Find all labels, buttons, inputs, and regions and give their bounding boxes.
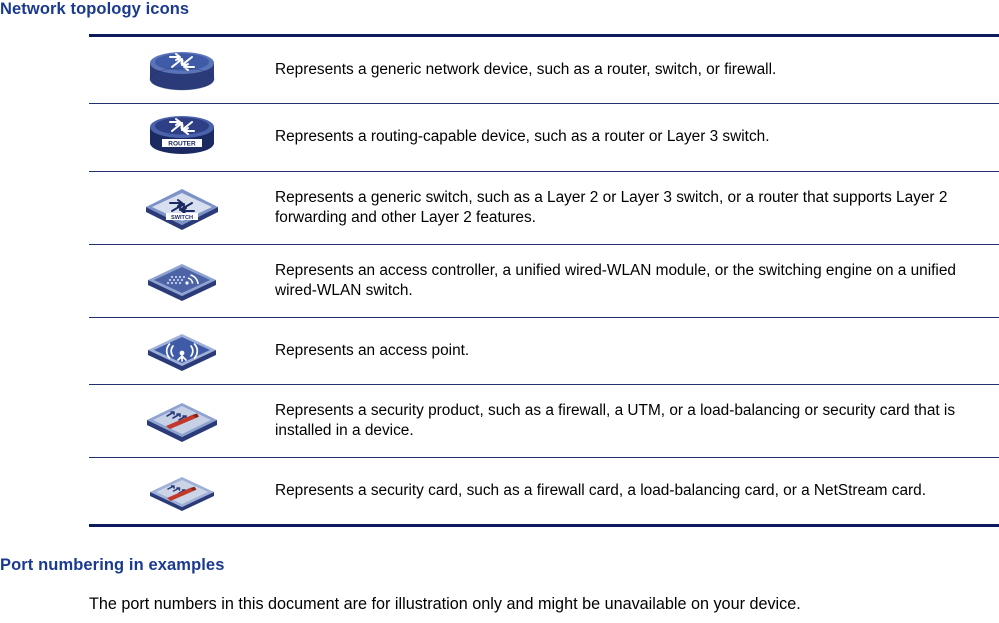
- page-title-port-numbering-in-examples: Port numbering in examples: [0, 556, 225, 574]
- icon-description: Represents an access point.: [275, 317, 999, 385]
- icon-description: Represents a security product, such as a…: [275, 384, 999, 458]
- table-row: Represents an access controller, a unifi…: [89, 244, 999, 318]
- generic-network-device-icon: [137, 42, 227, 96]
- icon-description: Represents a security card, such as a fi…: [275, 457, 999, 527]
- network-topology-icons-table: Represents a generic network device, suc…: [89, 34, 999, 527]
- table-row: Represents a generic network device, suc…: [89, 34, 999, 104]
- port-numbering-paragraph: The port numbers in this document are fo…: [89, 595, 801, 613]
- icon-description: Represents a generic network device, suc…: [275, 34, 999, 104]
- table-row: Represents a security card, such as a fi…: [89, 457, 999, 527]
- table-row: Represents a security product, such as a…: [89, 384, 999, 458]
- icon-cell: [89, 384, 275, 458]
- router-icon-label: ROUTER: [168, 140, 196, 147]
- icon-cell: ROUTER: [89, 103, 275, 172]
- icon-cell: [89, 244, 275, 318]
- icon-description: Represents an access controller, a unifi…: [275, 244, 999, 318]
- router-icon: ROUTER: [137, 110, 227, 164]
- icon-cell: [89, 457, 275, 527]
- icon-cell: [89, 34, 275, 104]
- switch-icon: SWITCH: [137, 180, 227, 234]
- access-point-icon: [137, 323, 227, 377]
- icon-description: Represents a routing-capable device, suc…: [275, 103, 999, 172]
- icon-cell: [89, 317, 275, 385]
- table-row: SWITCH Represents a generic switch, such…: [89, 171, 999, 245]
- page-title-network-topology-icons: Network topology icons: [0, 0, 190, 18]
- table-row: Represents an access point.: [89, 317, 999, 385]
- icon-cell: SWITCH: [89, 171, 275, 245]
- icon-description: Represents a generic switch, such as a L…: [275, 171, 999, 245]
- security-card-icon: [137, 464, 227, 518]
- switch-icon-label: SWITCH: [171, 215, 193, 221]
- table-row: ROUTER Represents a routing-capable devi…: [89, 103, 999, 172]
- wlan-access-controller-icon: [137, 253, 227, 307]
- security-product-icon: [137, 393, 227, 447]
